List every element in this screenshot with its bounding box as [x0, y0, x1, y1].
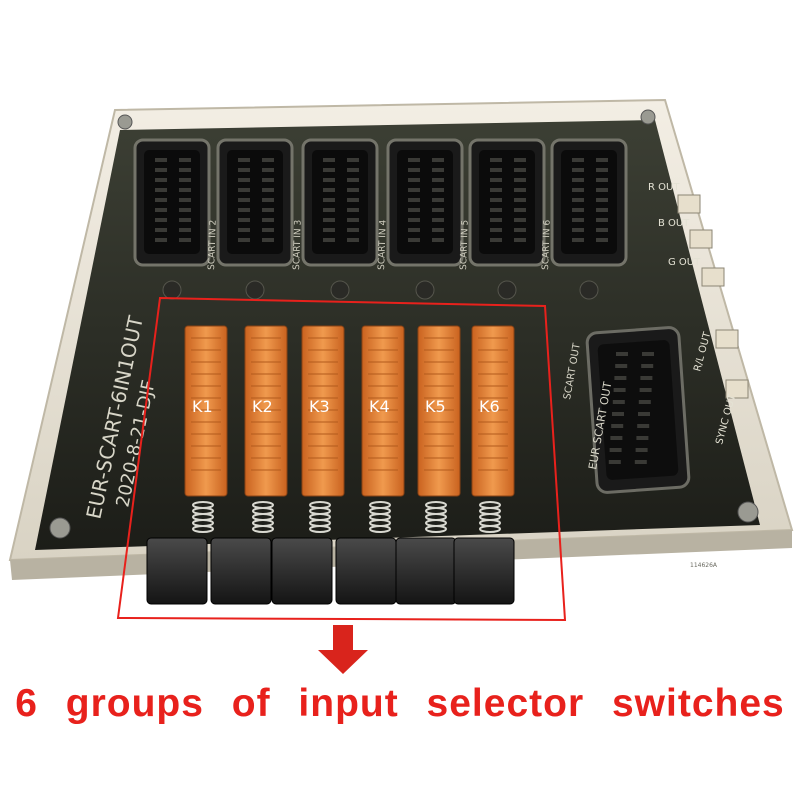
switch-label-k6: K6: [479, 397, 500, 416]
switch-label-k4: K4: [369, 397, 390, 416]
serial-label: 114626A: [690, 562, 718, 569]
selector-switch-k6[interactable]: K6: [453, 325, 515, 605]
scart-input-1: [133, 138, 211, 300]
scart-input-6: [550, 138, 628, 300]
selector-switch-k4[interactable]: K4: [335, 325, 405, 605]
caption: 6 groups of input selector switches: [15, 682, 785, 725]
switch-knob: [210, 537, 272, 605]
scart-input-4: [386, 138, 464, 300]
mounting-screw: [49, 109, 759, 539]
selector-switch-k2[interactable]: K2: [210, 325, 288, 605]
scart-input-3: [301, 138, 379, 300]
selector-switch-k5[interactable]: K5: [395, 325, 461, 605]
input-label-6: SCART IN 6: [541, 219, 553, 270]
scart-input-connectors: [133, 138, 628, 300]
rca-label-2: B OUT: [658, 218, 690, 229]
switch-knob: [146, 537, 208, 605]
highlight-box: [116, 296, 567, 622]
input-label-4: SCART IN 4: [377, 219, 389, 270]
selector-switch-group: K1 K2 K3 K4 K5 K6: [146, 325, 515, 605]
switch-label-k1: K1: [192, 397, 213, 416]
rca-label-1: R OUT: [648, 182, 680, 193]
scart-input-2: [216, 138, 294, 300]
switch-label-k3: K3: [309, 397, 330, 416]
down-arrow-icon: [318, 625, 368, 674]
input-label-3: SCART IN 3: [292, 220, 304, 270]
switch-label-k2: K2: [252, 397, 273, 416]
switch-knob: [453, 537, 515, 605]
input-label-2: SCART IN 2: [207, 220, 219, 270]
selector-switch-k3[interactable]: K3: [271, 325, 345, 605]
rca-output-jacks: [677, 194, 749, 399]
switch-label-k5: K5: [425, 397, 446, 416]
rca-label-3: G OUT: [668, 257, 701, 268]
scart-input-5: [468, 138, 546, 300]
selector-switch-k1[interactable]: K1: [146, 325, 228, 605]
switch-knob: [271, 537, 333, 605]
input-label-5: SCART IN 5: [459, 220, 471, 270]
switch-knob: [335, 537, 397, 605]
switch-knob: [395, 537, 457, 605]
